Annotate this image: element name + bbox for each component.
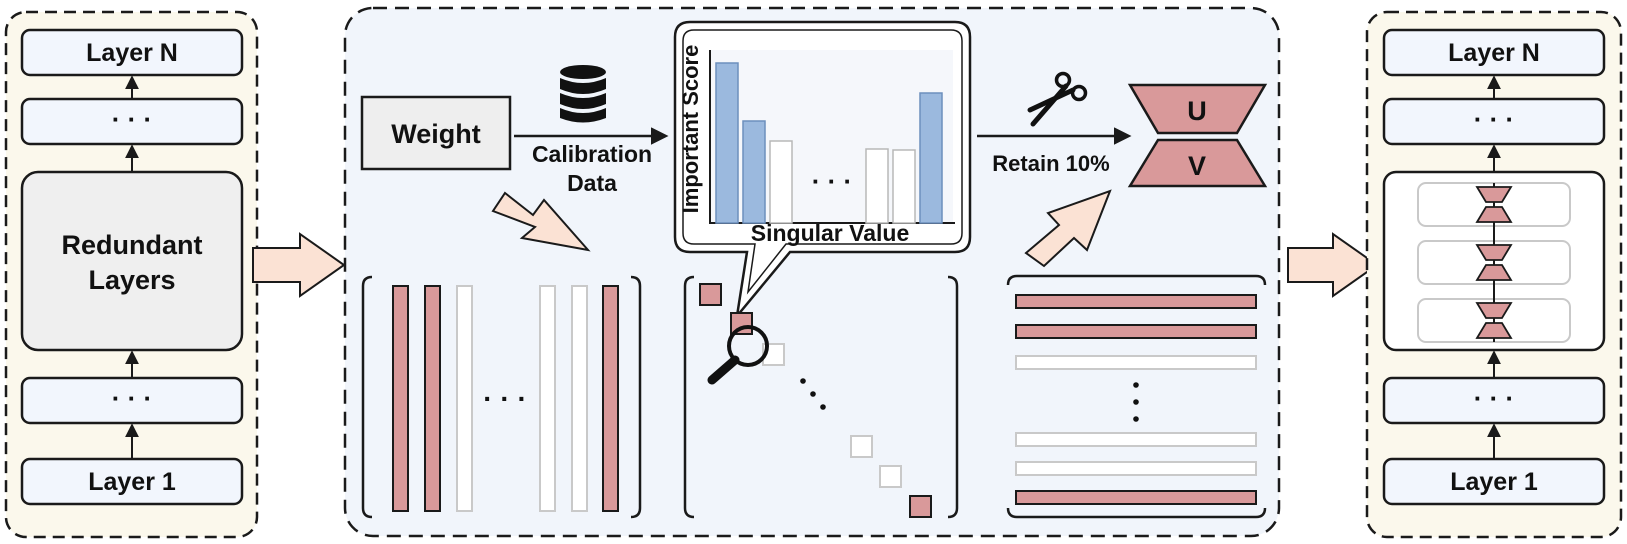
left-ellipsis-lower: · · · bbox=[112, 383, 152, 413]
v-matrix-shape bbox=[1127, 138, 1268, 188]
chart-y-label: Important Score bbox=[678, 45, 703, 214]
row-important bbox=[1015, 490, 1257, 505]
chart-x-label: Singular Value bbox=[751, 220, 910, 246]
u-matrix-shape bbox=[1127, 83, 1268, 135]
row-important bbox=[1015, 324, 1257, 339]
row-pruned bbox=[1015, 432, 1257, 447]
v-label: V bbox=[1188, 151, 1206, 181]
weight-column-important bbox=[392, 285, 409, 512]
chart-bar-pruned bbox=[892, 149, 916, 224]
row-important bbox=[1015, 294, 1257, 309]
left-layer-n-box bbox=[20, 28, 244, 77]
calibration-label-line1: Calibration bbox=[532, 141, 652, 167]
singular-matrix-right-bracket bbox=[947, 275, 959, 519]
database-icon bbox=[560, 65, 606, 123]
singular-diagonal-ellipsis bbox=[800, 378, 826, 410]
compressed-uv-pair bbox=[1475, 244, 1513, 281]
singular-cell-pruned bbox=[879, 465, 902, 488]
left-layer-n-label: Layer N bbox=[86, 39, 178, 67]
u-label: U bbox=[1187, 96, 1207, 126]
redundant-label-line2: Layers bbox=[88, 265, 175, 295]
row-matrix bbox=[1006, 274, 1267, 519]
magnifier-icon bbox=[707, 325, 769, 385]
singular-value-matrix bbox=[683, 275, 959, 519]
chart-bar-pruned bbox=[865, 148, 889, 224]
row-ellipsis bbox=[1133, 382, 1139, 422]
scissors-icon bbox=[1027, 71, 1088, 127]
right-layer-n-label: Layer N bbox=[1448, 39, 1540, 67]
compressed-layer-rows bbox=[1417, 182, 1571, 343]
block-arrow-right bbox=[1287, 232, 1379, 298]
importance-callout: · · · Important Score Singular Value bbox=[673, 20, 972, 321]
singular-cell-important bbox=[699, 283, 722, 306]
redundant-label-line1: Redundant bbox=[62, 230, 203, 260]
row-matrix-top-bracket bbox=[1006, 274, 1267, 286]
weight-column-pruned bbox=[539, 285, 556, 512]
redundant-layers-box bbox=[20, 170, 244, 352]
row-pruned bbox=[1015, 355, 1257, 370]
weight-column-pruned bbox=[571, 285, 588, 512]
right-layer-n-box bbox=[1382, 28, 1606, 77]
right-ellipsis-upper: · · · bbox=[1474, 104, 1514, 134]
left-layer-1-label: Layer 1 bbox=[88, 468, 176, 496]
compressed-uv-pair bbox=[1475, 186, 1513, 223]
block-arrow-up-right bbox=[1024, 189, 1112, 268]
chart-bar-important bbox=[742, 120, 766, 224]
chart-bar-important bbox=[715, 62, 739, 224]
block-arrow-left bbox=[252, 232, 346, 298]
block-arrow-down-right bbox=[491, 191, 591, 252]
row-pruned bbox=[1015, 461, 1257, 476]
row-matrix-bottom-bracket bbox=[1006, 507, 1267, 519]
singular-cell-pruned bbox=[850, 435, 873, 458]
weight-label: Weight bbox=[391, 119, 481, 149]
right-ellipsis-lower: · · · bbox=[1474, 383, 1514, 413]
calibration-label-line2: Data bbox=[567, 170, 617, 196]
weight-matrix-right-bracket bbox=[630, 275, 642, 519]
weight-column-important bbox=[424, 285, 441, 512]
left-ellipsis-upper: · · · bbox=[112, 104, 152, 134]
singular-matrix-left-bracket bbox=[683, 275, 695, 519]
weight-matrix: · · · bbox=[361, 275, 642, 519]
weight-matrix-left-bracket bbox=[361, 275, 373, 519]
chart-bars bbox=[715, 62, 943, 224]
weight-column-important bbox=[602, 285, 619, 512]
chart-bar-important bbox=[919, 92, 943, 224]
right-layer-1-label: Layer 1 bbox=[1450, 468, 1538, 496]
weight-box bbox=[360, 95, 512, 171]
chart-ellipsis: · · · bbox=[812, 166, 852, 196]
compressed-uv-pair bbox=[1475, 302, 1513, 339]
weight-column-pruned bbox=[456, 285, 473, 512]
singular-cell-important bbox=[909, 495, 932, 518]
weight-column-ellipsis: · · · bbox=[483, 383, 527, 414]
retain-label: Retain 10% bbox=[992, 151, 1109, 176]
chart-bar-pruned bbox=[769, 140, 793, 224]
